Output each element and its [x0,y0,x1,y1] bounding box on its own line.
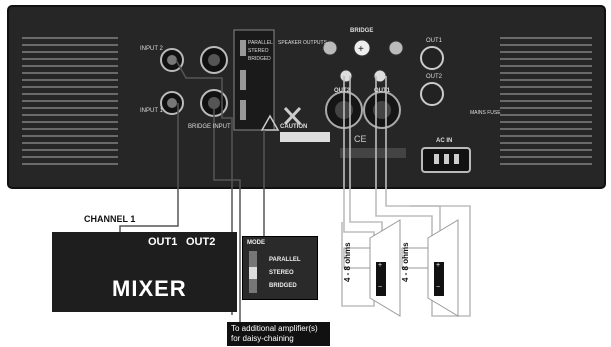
speaker-right [401,219,459,317]
mode-stereo-panel-label: STEREO [248,48,269,54]
no-user-serviceable-x-icon [283,106,302,126]
speaker-left-minus: − [378,284,383,291]
out1-knob-label: OUT1 [426,38,443,44]
channel-1-label: CHANNEL 1 [84,214,136,224]
speaker-left-plus: + [378,262,383,269]
out1-level-knob [420,46,444,70]
mixer-out2-label: OUT2 [186,236,216,248]
right-vent-grille [500,37,592,165]
mains-fuse-label: MAINS FUSE [470,110,501,116]
mode-slider-knob [249,267,257,279]
mode-parallel-panel-label: PARALLEL [248,40,273,46]
speaker-outputs-label: SPEAKER OUTPUTS [278,40,327,46]
caution-label: CAUTION [280,124,308,130]
bridge-plus-binding-post [353,39,371,57]
speaker-right-impedance: 4 - 8 ohms [401,242,410,282]
ac-in-label: AC IN [436,138,453,144]
bridge-label: BRIDGE [350,28,374,34]
mode-option-parallel: PARALLEL [269,257,301,263]
daisy-chain-note: To additional amplifier(s) for daisy-cha… [227,322,330,346]
bridge-input-label: BRIDGE INPUT [188,124,231,130]
out2-level-knob [420,82,444,106]
speaker-left [343,219,401,317]
mixer-label: MIXER [112,276,187,301]
speaker-right-plus: + [436,262,441,269]
speaker-right-minus: − [436,284,441,291]
speaker-left-impedance: 4 - 8 ohms [343,242,352,282]
mixer-box: OUT1 OUT2 MIXER [52,232,237,312]
mode-switch-callout: MODE PARALLEL STEREO BRIDGED [242,236,318,300]
out2-label: OUT2 [334,88,351,94]
mode-title: MODE [247,240,265,246]
signal-wires [119,59,265,322]
input-2-label: INPUT 2 [140,46,163,52]
mode-bridged-panel-label: BRIDGED [248,56,271,62]
input-1-label: INPUT 1 [140,108,163,114]
mode-option-stereo: STEREO [269,270,294,276]
out1-label: OUT1 [374,88,391,94]
out2-knob-label: OUT2 [426,74,443,80]
mode-option-bridged: BRIDGED [269,283,297,289]
caution-icon [260,114,280,131]
left-vent-grille [22,37,118,165]
svg-text:+: + [358,44,364,55]
left-binding-post [339,69,353,83]
mixer-out1-label: OUT1 [148,236,178,248]
svg-text:CE: CE [354,134,367,144]
